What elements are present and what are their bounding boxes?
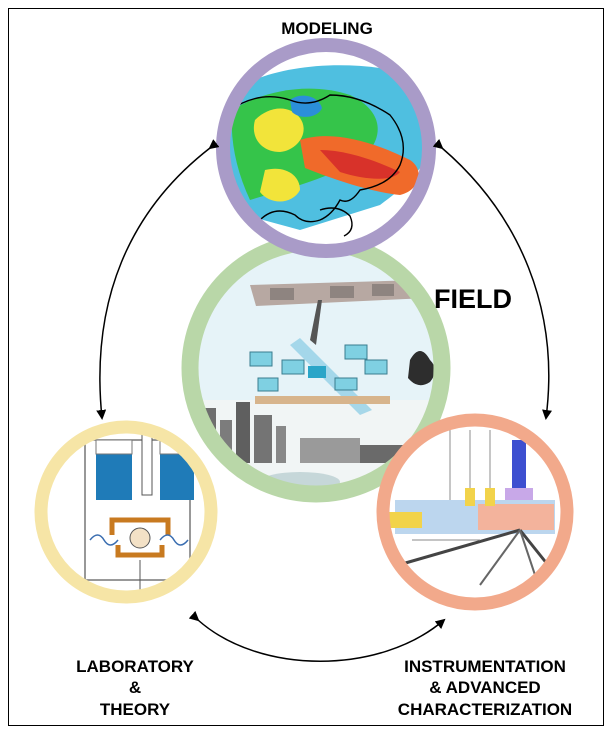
arrow-laboratory-instrumentation: [188, 610, 446, 662]
arrow-modeling-instrumentation: [432, 138, 552, 420]
modeling-circle: [216, 38, 436, 258]
instrumentation-label-line: CHARACTERIZATION: [397, 699, 573, 719]
laboratory-label-line: LABORATORY: [76, 657, 194, 676]
modeling-label: MODELING: [281, 19, 373, 38]
instrumentation-label-line: & ADVANCED: [429, 678, 541, 698]
instrumentation-illustration: [383, 430, 562, 591]
arrow-modeling-laboratory: [96, 139, 220, 420]
modeling-map: [223, 45, 429, 251]
laboratory-label-line: &: [128, 678, 142, 698]
field-label: FIELD: [434, 284, 512, 314]
laboratory-circle: [34, 420, 218, 604]
instrumentation-circle: [376, 413, 574, 611]
laboratory-theory-label: LABORATORY & THEORY: [40, 656, 230, 720]
figure-border: [8, 8, 604, 726]
instrumentation-label-line: INSTRUMENTATION: [404, 657, 566, 676]
instrumentation-label: INSTRUMENTATION & ADVANCED CHARACTERIZAT…: [365, 656, 605, 720]
laboratory-label-line: THEORY: [99, 699, 171, 719]
